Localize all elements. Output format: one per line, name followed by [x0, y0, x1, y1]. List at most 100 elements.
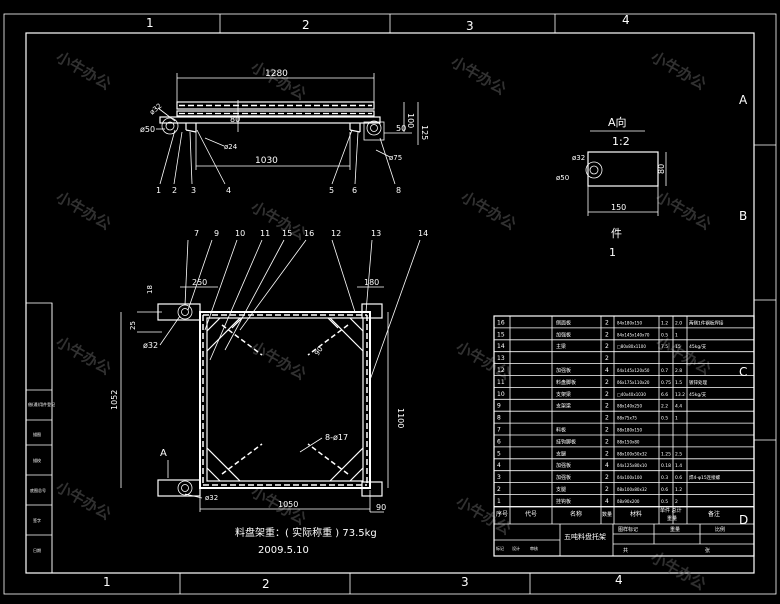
- bom-hdr-no: 序号: [496, 510, 508, 518]
- bom-cell-spec: δ8x100x80x32: [617, 487, 647, 492]
- plan-dim-90-diag: 90: [313, 345, 325, 357]
- plan-dim-25: 25: [129, 321, 137, 330]
- bom-cell-no: 10: [497, 391, 505, 398]
- bom-cell-note: 45kg/支: [689, 343, 707, 350]
- bom-cell-qty: 2: [605, 343, 609, 350]
- bom-cell-name: 支腿: [556, 450, 566, 457]
- plan-balloon-12: 12: [331, 229, 341, 238]
- plan-dim-90: 90: [376, 503, 386, 512]
- bom-hdr-code: 代号: [525, 510, 537, 518]
- bom-cell-no: 3: [497, 474, 501, 481]
- detail-a-view: A向 1:2 ø32 ø50 80 150 件 1: [556, 115, 667, 259]
- detail-title: A向: [608, 115, 627, 129]
- strip-label-5: 签字: [33, 517, 41, 523]
- svg-text:小牛办公: 小牛办公: [653, 188, 714, 234]
- bom-cell-w1: 0.5: [661, 332, 668, 338]
- zone-bottom-2: 2: [262, 577, 270, 591]
- bom-cell-spec: δ4x145x120x50: [617, 368, 650, 373]
- bom-cell-name: 支架梁: [556, 391, 571, 398]
- bom-cell-no: 8: [497, 415, 501, 422]
- svg-text:小牛办公: 小牛办公: [248, 198, 309, 244]
- dim-dia24: ø24: [224, 143, 238, 151]
- bom-cell-spec: δ4x180x150: [617, 320, 642, 325]
- bom-cell-name: 侧面板: [556, 319, 571, 326]
- bom-cell-qty: 2: [605, 438, 609, 445]
- bom-cell-name: 加强板: [556, 474, 571, 481]
- bom-cell-qty: 2: [605, 486, 609, 493]
- bom-cell-qty: 2: [605, 427, 609, 434]
- bom-hdr-name: 名称: [570, 510, 582, 518]
- balloon-4: 4: [226, 186, 231, 195]
- bom-cell-w2: 1.2: [675, 487, 682, 493]
- top-view: 1280 100 125 80 50 1030 ø32: [140, 69, 429, 195]
- bom-cell-no: 14: [497, 343, 505, 350]
- bom-cell-qty: 2: [605, 331, 609, 338]
- bom-cell-qty: 2: [605, 391, 609, 398]
- bom-cell-qty: 2: [605, 474, 609, 481]
- bom-cell-name: 挂钩板: [556, 498, 571, 505]
- bom-cell-spec: δ8x140x250: [617, 404, 642, 409]
- bom-cell-no: 11: [497, 379, 505, 386]
- bom-cell-no: 4: [497, 462, 501, 469]
- dim-125: 125: [420, 125, 429, 140]
- bom-cell-w1: 0.5: [661, 416, 668, 422]
- plan-dim-1100: 1100: [396, 408, 405, 428]
- balloon-2: 2: [172, 186, 177, 195]
- bom-cell-qty: 2: [605, 355, 609, 362]
- zone-markers: 1 2 3 4 1 2 3 4 A B C D: [103, 13, 776, 594]
- bom-cell-spec: □40x40x1030: [617, 392, 646, 397]
- bom-cell-spec: □80x80x1100: [617, 344, 646, 349]
- zone-right-b: B: [739, 209, 747, 223]
- bom-cell-w2: 4.4: [675, 404, 682, 410]
- dim-1030: 1030: [255, 156, 278, 166]
- bom-cell-spec: δ8x100x50x32: [617, 451, 647, 456]
- beam-dash-pattern: [179, 104, 372, 115]
- bom-cell-spec: δ8x180x150: [617, 428, 642, 433]
- bom-cell-qty: 2: [605, 415, 609, 422]
- bom-cell-spec: δ8x75x75: [617, 416, 637, 421]
- plan-dim-dia32-top: ø32: [143, 341, 158, 350]
- svg-text:小牛办公: 小牛办公: [648, 548, 709, 594]
- bom-hdr-note: 备注: [708, 510, 720, 518]
- bom-cell-w2: 1: [675, 332, 678, 338]
- zone-right-c: C: [739, 365, 747, 379]
- bom-cell-no: 6: [497, 438, 501, 445]
- detail-part-no: 1: [609, 246, 616, 259]
- bom-cell-no: 13: [497, 355, 505, 362]
- bom-cell-name: 料盘脚板: [556, 379, 576, 386]
- dim-dia75: ø75: [389, 154, 402, 162]
- bom-cell-note: 45kg/支: [689, 391, 707, 398]
- dim-50: 50: [396, 124, 406, 133]
- bom-cell-w2: 13.2: [675, 392, 685, 398]
- svg-text:小牛办公: 小牛办公: [53, 48, 114, 94]
- bom-cell-w1: 2.2: [661, 404, 668, 410]
- bom-cell-note: 焊4-φ15连接螺: [689, 474, 721, 481]
- bom-cell-w1: 0.6: [661, 487, 668, 493]
- plan-view: 7 9 10 11 15 16 12 13 14 250 180 18 25: [110, 229, 428, 556]
- plan-dim-1050: 1050: [278, 500, 298, 509]
- plan-balloon-14: 14: [418, 229, 428, 238]
- zone-top-4: 4: [622, 13, 630, 27]
- bom-cell-w2: 15: [675, 344, 681, 350]
- dim-dia50-left: ø50: [140, 125, 155, 134]
- bom-cell-w1: 0.3: [661, 475, 668, 481]
- bom-cell-w1: 0.75: [661, 380, 671, 386]
- detail-150: 150: [611, 203, 626, 212]
- bom-cell-no: 1: [497, 498, 501, 505]
- balloon-1: 1: [156, 186, 161, 195]
- bom-cell-name: 加强板: [556, 331, 571, 338]
- strip-label-6: 日期: [33, 547, 41, 553]
- tb-scale: 比例: [715, 526, 725, 533]
- plan-balloon-15: 15: [282, 229, 292, 238]
- bom-hdr-material: 材料: [630, 510, 642, 518]
- svg-text:小牛办公: 小牛办公: [53, 478, 114, 524]
- bom-cell-w1: 0.18: [661, 463, 671, 469]
- strip-label-1: 借(通)用件登记: [28, 401, 55, 407]
- bom-cell-w1: 1.2: [661, 320, 668, 326]
- bom-cell-name: 支架梁: [556, 403, 571, 410]
- bom-cell-no: 15: [497, 331, 505, 338]
- zone-bottom-1: 1: [103, 575, 111, 589]
- bom-cell-spec: δ8x150x80: [617, 439, 640, 444]
- bom-cell-w2: 2.5: [675, 451, 682, 457]
